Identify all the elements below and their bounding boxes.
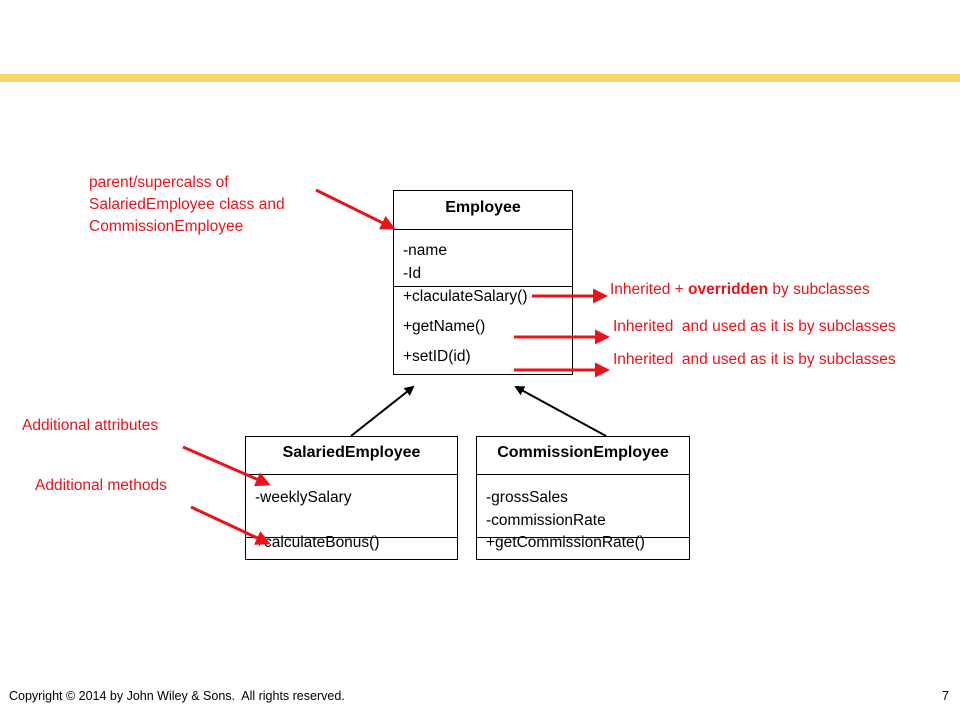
accent-bar	[0, 74, 960, 82]
employee-class-name: Employee	[445, 199, 521, 216]
salaried-name-divider	[246, 474, 457, 475]
salaried-attribute-divider	[246, 537, 457, 538]
employee-class-box: Employee -name -Id +claculateSalary() +g…	[393, 190, 573, 375]
employee-method-set-id: +setID(id)	[403, 348, 471, 365]
page-number: 7	[942, 689, 949, 703]
salaried-employee-class-box: SalariedEmployee -weeklySalary +calculat…	[245, 436, 458, 560]
employee-attribute-name: -name	[403, 242, 447, 259]
commission-attribute-gross-sales: -grossSales	[486, 489, 568, 506]
inherited-used-note-2: Inherited and used as it is by subclasse…	[613, 351, 896, 368]
parent-note-arrow	[315, 188, 396, 230]
parent-note: parent/supercalss of SalariedEmployee cl…	[89, 172, 285, 238]
salaried-attribute-weekly-salary: -weeklySalary	[255, 489, 352, 506]
employee-name-divider	[394, 229, 572, 230]
employee-method-calculate-salary: +claculateSalary()	[403, 288, 528, 305]
inherited-used-note-1: Inherited and used as it is by subclasse…	[613, 318, 896, 335]
additional-methods-arrow	[190, 505, 271, 545]
salaried-employee-class-name: SalariedEmployee	[282, 444, 421, 461]
commission-name-divider	[477, 474, 689, 475]
additional-methods-note: Additional methods	[35, 477, 167, 494]
additional-attributes-note: Additional attributes	[22, 417, 159, 434]
copyright-footer: Copyright © 2014 by John Wiley & Sons. A…	[9, 689, 345, 703]
commission-employee-class-box: CommissionEmployee -grossSales -commissi…	[476, 436, 690, 560]
commission-attribute-commission-rate: -commissionRate	[486, 512, 606, 529]
employee-method-get-name: +getName()	[403, 318, 486, 335]
commission-attribute-divider	[477, 537, 689, 538]
additional-attributes-arrow	[182, 445, 271, 487]
employee-attribute-divider	[394, 286, 572, 287]
commission-employee-class-name: CommissionEmployee	[497, 444, 669, 461]
commission-method-get-commission-rate: +getCommissionRate()	[486, 534, 645, 551]
inheritance-arrow-salaried	[350, 385, 415, 437]
parent-note-line-1: parent/supercalss of	[89, 174, 229, 191]
inherited-overridden-bold: overridden	[687, 281, 769, 298]
inherited-overridden-prefix: Inherited +	[610, 281, 688, 298]
inherited-overridden-suffix: by subclasses	[768, 281, 870, 298]
inherited-overridden-note: Inherited + overridden by subclasses	[610, 279, 870, 301]
inheritance-arrow-commission	[514, 386, 607, 437]
parent-note-line-2: SalariedEmployee class and	[89, 196, 285, 213]
employee-attribute-id: -Id	[403, 265, 422, 282]
parent-note-line-3: CommissionEmployee	[89, 218, 244, 235]
salaried-method-calculate-bonus: +calculateBonus()	[255, 534, 380, 551]
